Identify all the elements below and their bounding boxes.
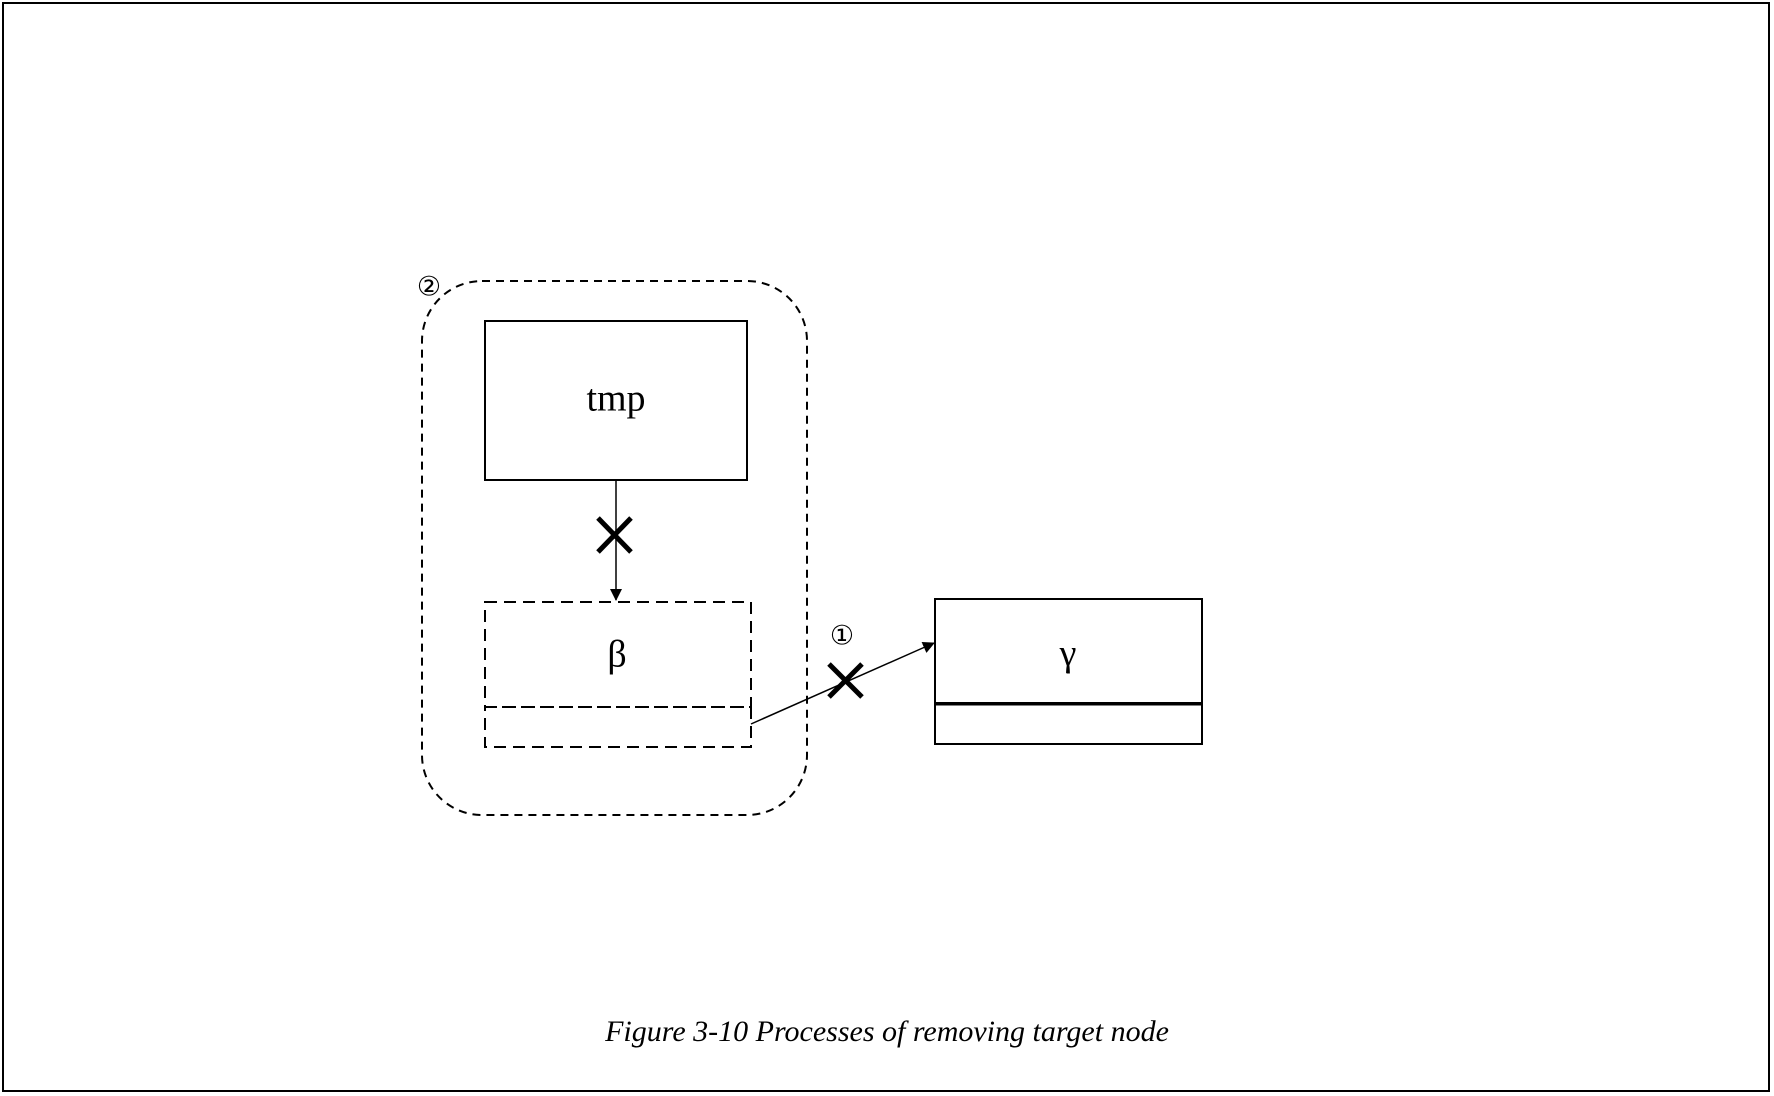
- gamma-node-next-cell: [934, 702, 1203, 745]
- beta-to-gamma-cut-mark: [827, 662, 864, 699]
- removal-group-dashed-boundary: [421, 280, 808, 816]
- beta-node-label: β: [607, 634, 626, 676]
- step-2-marker: ②: [417, 272, 441, 303]
- figure-caption: Figure 3-10 Processes of removing target…: [605, 1015, 1169, 1048]
- step-1-marker: ①: [830, 621, 854, 652]
- tmp-to-beta-cut-mark: [596, 516, 633, 554]
- tmp-node-label: tmp: [586, 378, 645, 420]
- gamma-node-label: γ: [1059, 633, 1077, 675]
- beta-node-next-cell: [484, 706, 752, 748]
